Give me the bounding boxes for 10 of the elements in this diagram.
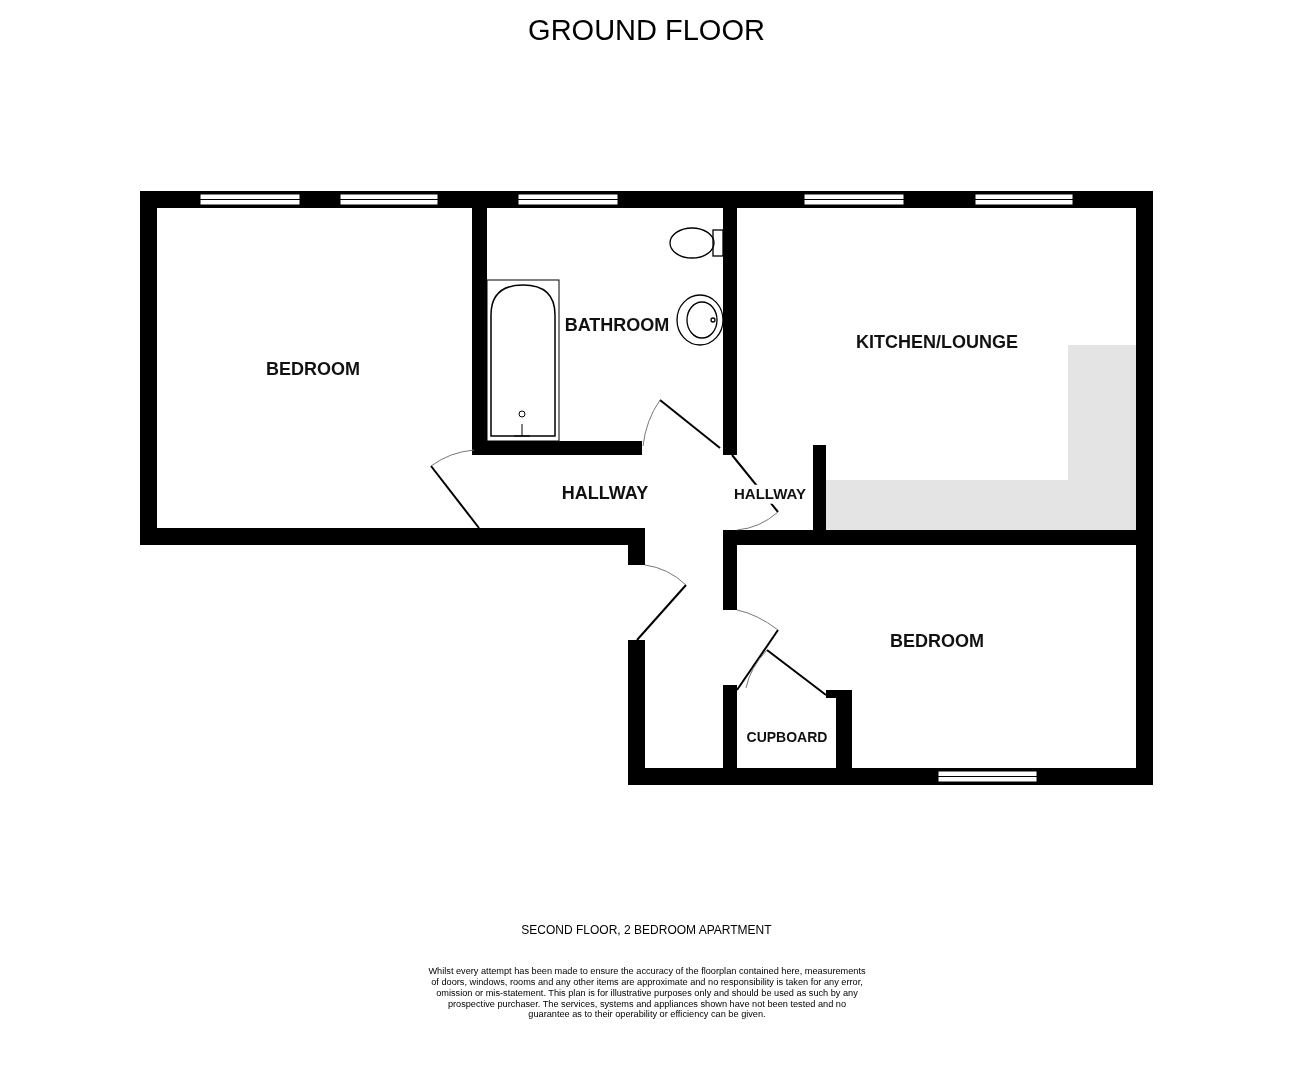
room-label: HALLWAY — [732, 484, 808, 504]
floor-description: SECOND FLOOR, 2 BEDROOM APARTMENT — [520, 923, 773, 937]
room-label: BEDROOM — [266, 360, 360, 380]
plan-title: GROUND FLOOR — [527, 14, 766, 47]
room-label: HALLWAY — [561, 484, 649, 504]
room-label: KITCHEN/LOUNGE — [856, 333, 1018, 353]
room-label: CUPBOARD — [746, 730, 828, 746]
room-label: BEDROOM — [890, 632, 984, 652]
room-label: BATHROOM — [564, 316, 670, 336]
disclaimer-note: Whilst every attempt has been made to ensure the accuracy of the floorplan contained here, measurements of doors, windows, rooms and any other items are approximate and no responsibility is taken for any error, omission or mis-statement. This plan is for illustrative purposes only and should be used as such by any prospective purchaser. The services, systems and appliances shown have not been tested and no guarantee as to their operability or efficiency can be given. — [427, 966, 867, 1021]
